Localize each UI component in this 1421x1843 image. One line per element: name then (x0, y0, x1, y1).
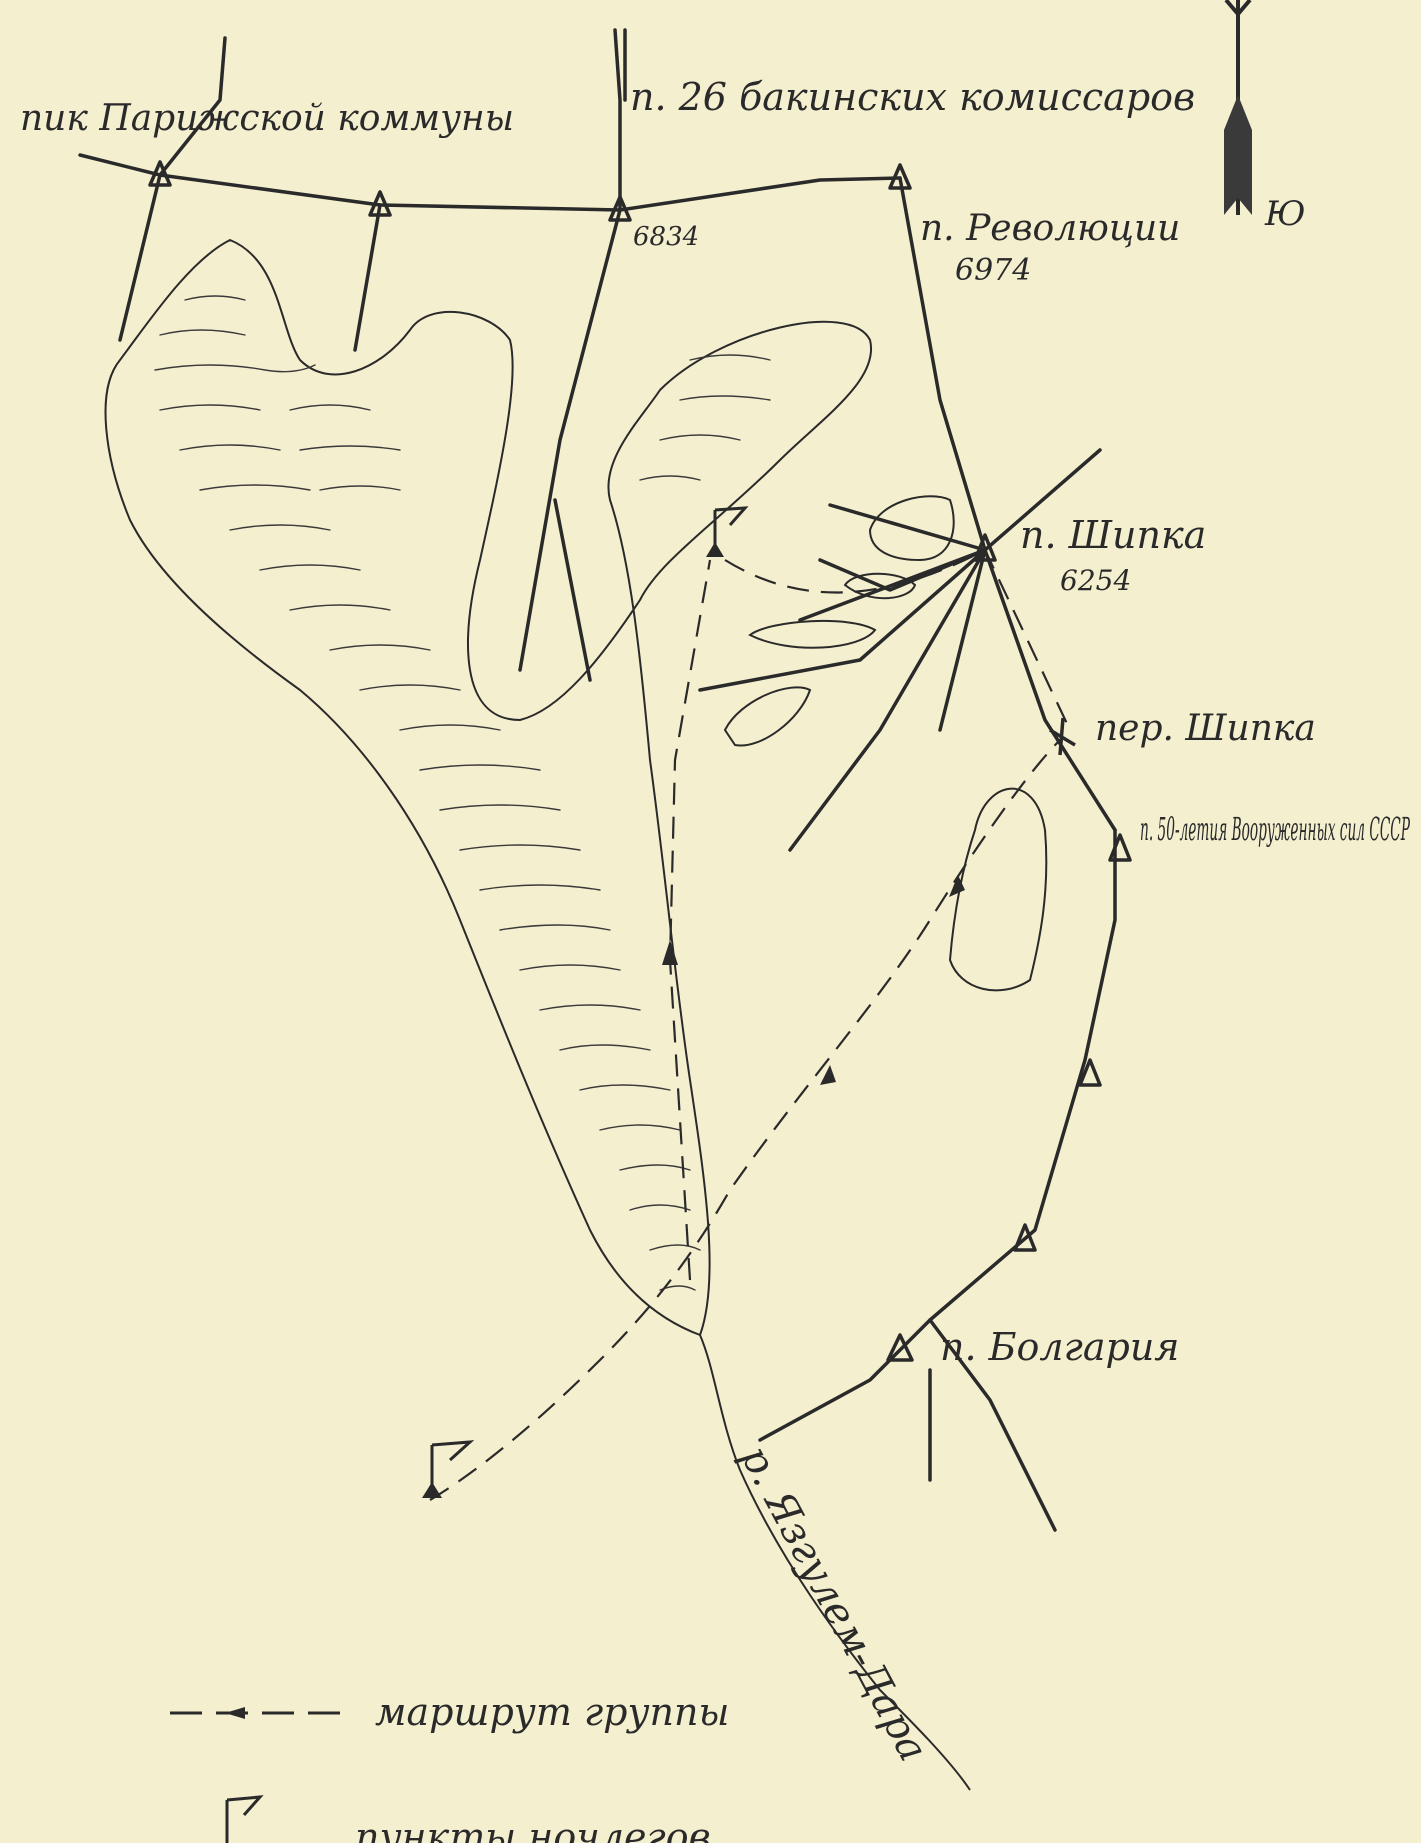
spur-2 (353, 203, 382, 352)
peak-icon (886, 1333, 914, 1362)
label-shipka-elevation: 6254 (1060, 564, 1131, 597)
peak-icon (888, 163, 912, 190)
shipka-ridges (698, 448, 1117, 1532)
peak-icon (973, 533, 997, 562)
spur-4 (553, 498, 592, 682)
spur-1 (118, 36, 227, 342)
spur-3 (518, 28, 622, 672)
legend-route-label: маршрут группы (375, 1690, 729, 1734)
route-line-2 (668, 559, 712, 1281)
pass-cross-icon (1049, 717, 1076, 756)
peak-icon (148, 160, 172, 187)
label-revolution: п. Революции (920, 208, 1180, 249)
peak-icon (608, 195, 632, 222)
small-glaciers (723, 495, 1048, 992)
label-bulgaria: п. Болгария (940, 1325, 1179, 1369)
compass-label: Ю (1264, 194, 1306, 234)
label-paris-commune: пик Парижской коммуны (20, 98, 514, 139)
label-armed-forces: п. 50-летия Вооруженных сил СССР (1140, 810, 1410, 848)
river-line (699, 1334, 971, 1791)
peak-icon (1078, 1058, 1102, 1087)
compass-arrow-icon (1224, 0, 1252, 215)
legend-camp-label: пункты ночлегов (355, 1815, 711, 1843)
peak-icon (368, 190, 392, 217)
camp-flag-1-icon (706, 506, 749, 557)
label-shipka: п. Шипка (1020, 513, 1206, 557)
peak-markers (148, 160, 1132, 1362)
main-ridge (78, 153, 902, 212)
peak-icon (1013, 1223, 1037, 1252)
peak-icon (1108, 833, 1132, 862)
label-revolution-elevation: 6974 (955, 253, 1031, 288)
label-shipka-pass: пер. Шипка (1095, 708, 1316, 749)
glacier-hatching (154, 295, 771, 1291)
label-baku-elevation: 6834 (633, 222, 699, 252)
route-line-1 (429, 739, 1061, 1501)
label-river: р. Язгулем-Дара (731, 1438, 936, 1769)
route-line-3 (724, 548, 1071, 731)
route-arrows (662, 875, 965, 1085)
left-glacier (104, 238, 873, 1337)
ridge-revolution-shipka (898, 176, 987, 552)
legend-camp-flag-icon (225, 1795, 264, 1843)
label-baku-commissars: п. 26 бакинских комиссаров (630, 75, 1195, 119)
camp-flag-2-icon (422, 1440, 475, 1498)
legend: маршрут группы пункты ночлегов (170, 1690, 729, 1843)
